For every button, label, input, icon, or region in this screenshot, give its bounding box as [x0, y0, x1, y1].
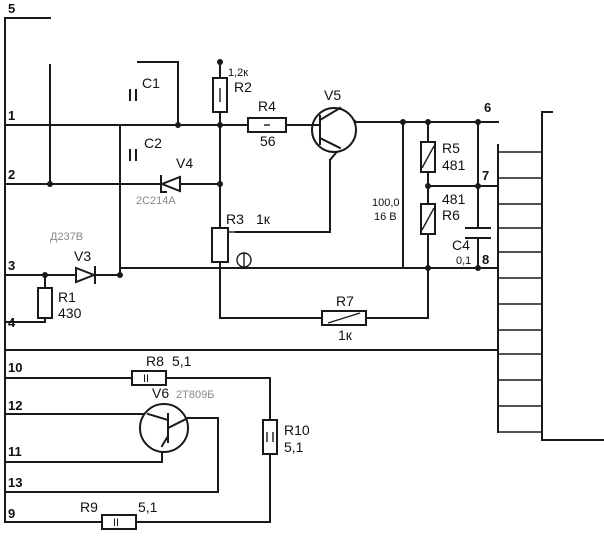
svg-text:R1: R1 [58, 289, 76, 305]
resistor-r7: R7 1к [321, 293, 367, 343]
resistor-r6: 481 R6 [420, 191, 466, 235]
junctions [42, 59, 481, 278]
pin-labels: 5 1 2 3 4 10 12 11 13 9 6 7 8 [8, 1, 491, 521]
pin-1: 1 [8, 108, 15, 123]
svg-text:R7: R7 [336, 293, 354, 309]
svg-text:1к: 1к [256, 211, 271, 227]
svg-text:5,1: 5,1 [172, 353, 192, 369]
capacitor-c4: C4 0,1 [452, 227, 491, 267]
svg-text:II: II [143, 373, 149, 385]
transistor-v5: V5 [311, 87, 357, 153]
svg-text:R2: R2 [234, 79, 252, 95]
svg-text:481: 481 [442, 157, 466, 173]
svg-text:C1: C1 [142, 75, 160, 91]
pin-9: 9 [8, 506, 15, 521]
pin-2: 2 [8, 167, 15, 182]
pin-7: 7 [482, 168, 489, 183]
resistor-r4: R4 56 [247, 98, 287, 149]
svg-text:100,0: 100,0 [372, 197, 400, 209]
resistor-r10: R10 5,1 [262, 419, 310, 455]
resistor-r9: II R9 5,1 [80, 499, 158, 530]
capacitor-c1: C1 [129, 75, 160, 101]
svg-text:R4: R4 [258, 98, 276, 114]
svg-text:C4: C4 [452, 237, 470, 253]
svg-text:2Т809Б: 2Т809Б [176, 389, 214, 401]
svg-text:R6: R6 [442, 207, 460, 223]
wires [4, 17, 499, 523]
svg-text:Д237В: Д237В [50, 231, 83, 243]
svg-text:R9: R9 [80, 499, 98, 515]
svg-text:V5: V5 [324, 87, 341, 103]
resistor-r2: 1,2к R2 [212, 67, 252, 113]
svg-text:R8: R8 [146, 353, 164, 369]
pin-12: 12 [8, 398, 22, 413]
pin-3: 3 [8, 258, 15, 273]
svg-text:2С214А: 2С214А [136, 195, 176, 207]
transistor-v6: V6 2Т809Б [139, 385, 214, 453]
svg-text:R3: R3 [226, 211, 244, 227]
capacitor-c3: 100,0 16 В [372, 197, 400, 223]
svg-text:481: 481 [442, 191, 466, 207]
svg-text:16 В: 16 В [374, 211, 397, 223]
pin-13: 13 [8, 475, 22, 490]
pin-6: 6 [484, 100, 491, 115]
pin-8: 8 [482, 252, 489, 267]
svg-text:V4: V4 [176, 155, 193, 171]
svg-text:0,1: 0,1 [456, 255, 471, 267]
pin-4: 4 [8, 315, 16, 330]
svg-text:56: 56 [260, 133, 276, 149]
svg-text:1к: 1к [338, 327, 353, 343]
resistor-r5: R5 481 [420, 140, 466, 173]
svg-text:R10: R10 [284, 422, 310, 438]
resistor-r3-potentiometer: R3 1к [211, 211, 271, 268]
svg-text:R5: R5 [442, 140, 460, 156]
svg-text:C2: C2 [144, 135, 162, 151]
svg-text:5,1: 5,1 [138, 499, 158, 515]
svg-text:1,2к: 1,2к [228, 67, 248, 79]
svg-text:V6: V6 [152, 385, 169, 401]
resistor-r8: II R8 5,1 [131, 353, 192, 386]
svg-text:430: 430 [58, 305, 82, 321]
output-connector [497, 111, 604, 441]
pin-10: 10 [8, 360, 22, 375]
capacitor-c2: C2 [129, 135, 162, 161]
pin-5: 5 [8, 1, 15, 16]
svg-text:5,1: 5,1 [284, 439, 304, 455]
pin-11: 11 [8, 444, 22, 459]
zener-diode-v4: V4 2С214А [136, 155, 193, 207]
resistor-r1: R1 430 [37, 287, 82, 321]
svg-text:V3: V3 [74, 248, 91, 264]
svg-text:II: II [113, 517, 119, 529]
diode-v3: V3 Д237В [50, 231, 97, 284]
